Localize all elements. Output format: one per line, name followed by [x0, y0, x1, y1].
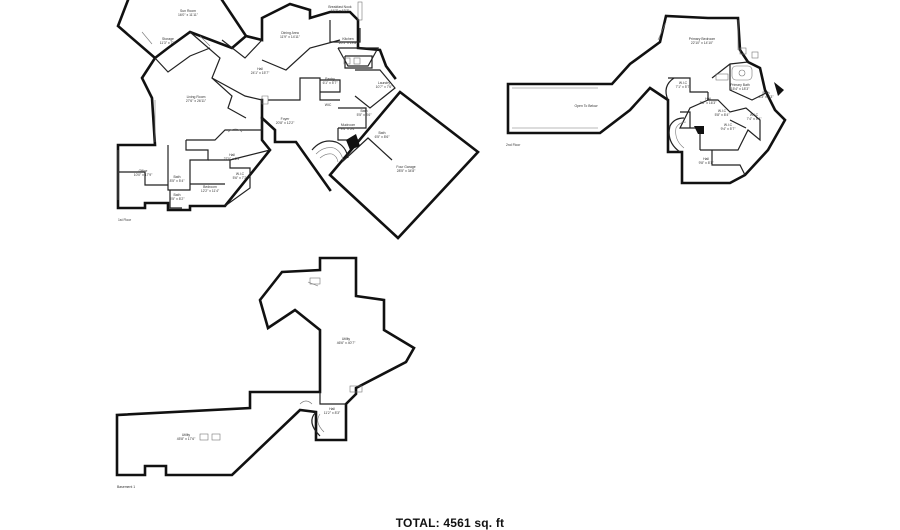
room-dim: 5'5" x 8'6" [357, 113, 373, 117]
room-label: Bath [361, 109, 368, 113]
room-label: Storage [162, 37, 174, 41]
room-label: Four Garage [396, 165, 415, 169]
room-dim: 5'8" x 8'4" [715, 113, 731, 117]
room-dim: 27'6" x 26'11" [186, 99, 207, 103]
room-label: Hall [257, 67, 263, 71]
room-dim: 10'0" x 17'9" [134, 173, 153, 177]
room-dim: 9'4" x 5'4" [341, 127, 357, 131]
room-label: Primary Bath [730, 83, 750, 87]
room-label: Laundry [378, 81, 391, 85]
room-label: Dining Area [281, 31, 299, 35]
room-label: Utility [342, 337, 351, 341]
room-label: Hall [705, 97, 711, 101]
room-dim: 8'3" x 5'3" [759, 95, 775, 99]
room-dim: 11'2" x 8'3" [324, 411, 341, 415]
room-label: Bath [174, 193, 181, 197]
room-dim: 20'1" x 19'8" [339, 41, 358, 45]
room-label: Hall [329, 407, 335, 411]
room-dim: 6'5" x 8'6" [375, 135, 391, 139]
total-area: TOTAL: 4561 sq. ft [395, 516, 505, 530]
room-dim: 5'5" x 8'2" [170, 197, 186, 201]
room-label: W.I.C [750, 113, 759, 117]
room-label: Living Room [187, 95, 206, 99]
first-floor-plan [116, 0, 480, 240]
room-label: Bedroom [203, 185, 217, 189]
room-label: Hall [229, 153, 235, 157]
room-dim: 27'0" x 8'3" [224, 157, 242, 161]
room-dim: 28'5" x 34'8" [397, 169, 416, 173]
basement-plan [115, 256, 416, 477]
room-dim: 11'9" x 14'11" [280, 35, 301, 39]
room-dim: 45'8" x 17'6" [177, 437, 196, 441]
room-label: Foyer [281, 117, 291, 121]
room-label: Bath [763, 91, 770, 95]
floor-label-first: 1st Floor [118, 218, 132, 222]
room-dim: 15'4" x 18'3" [731, 87, 750, 91]
room-dim: 11'3" x 7'6" [160, 41, 177, 45]
room-dim: 20'8" x 12'2" [276, 121, 295, 125]
room-label: W.I.C [236, 172, 245, 176]
room-dim: 22'10" x 14'10" [691, 41, 714, 45]
room-dim: 24'1" x 15'7" [251, 71, 270, 75]
room-dim: 16'0" x 11'11" [178, 13, 199, 17]
room-label: W.I.C [679, 81, 688, 85]
room-label: Pantry [325, 77, 335, 81]
room-label: Bath [174, 175, 181, 179]
room-dim: 6'1" x 5'7" [323, 81, 339, 85]
room-dim: 7'1" x 5'7" [676, 85, 692, 89]
room-label: Sun Room [180, 9, 196, 13]
room-label: Breakfast Nook [328, 5, 351, 9]
room-dim: 46'6" x 40'7" [337, 341, 356, 345]
room-dim: 11'7" x 12'7" [331, 9, 350, 13]
room-label: Bath [379, 131, 386, 135]
room-label: WIC [325, 103, 332, 107]
room-dim: 10'7" x 7'6" [376, 85, 394, 89]
second-floor-plan [506, 14, 787, 185]
room-dim: 9'8" x 8'1" [699, 161, 715, 165]
room-dim: 12'2" x 11'4" [201, 189, 220, 193]
room-label: Primary Bedroom [689, 37, 716, 41]
room-label: Open To Below [575, 104, 598, 108]
room-label: Mudroom [341, 123, 355, 127]
room-dim: 7'4" x 5'4" [747, 117, 763, 121]
room-label: Hall [703, 157, 709, 161]
room-dim: 8'8" x 16'3" [700, 101, 718, 105]
room-label: Utility [182, 433, 191, 437]
room-label: Kitchen [342, 37, 353, 41]
floor-label-second: 2nd Floor [506, 143, 521, 147]
room-dim: 5'6" x 7'2" [233, 176, 249, 180]
room-dim: 8'5" x 5'4" [170, 179, 186, 183]
room-label: Office [139, 169, 148, 173]
room-dim: 9'4" x 5'7" [721, 127, 737, 131]
room-label: W.I.C [718, 109, 727, 113]
room-label: W.I.C [724, 123, 733, 127]
floor-label-basement: Basement 1 [117, 485, 135, 489]
